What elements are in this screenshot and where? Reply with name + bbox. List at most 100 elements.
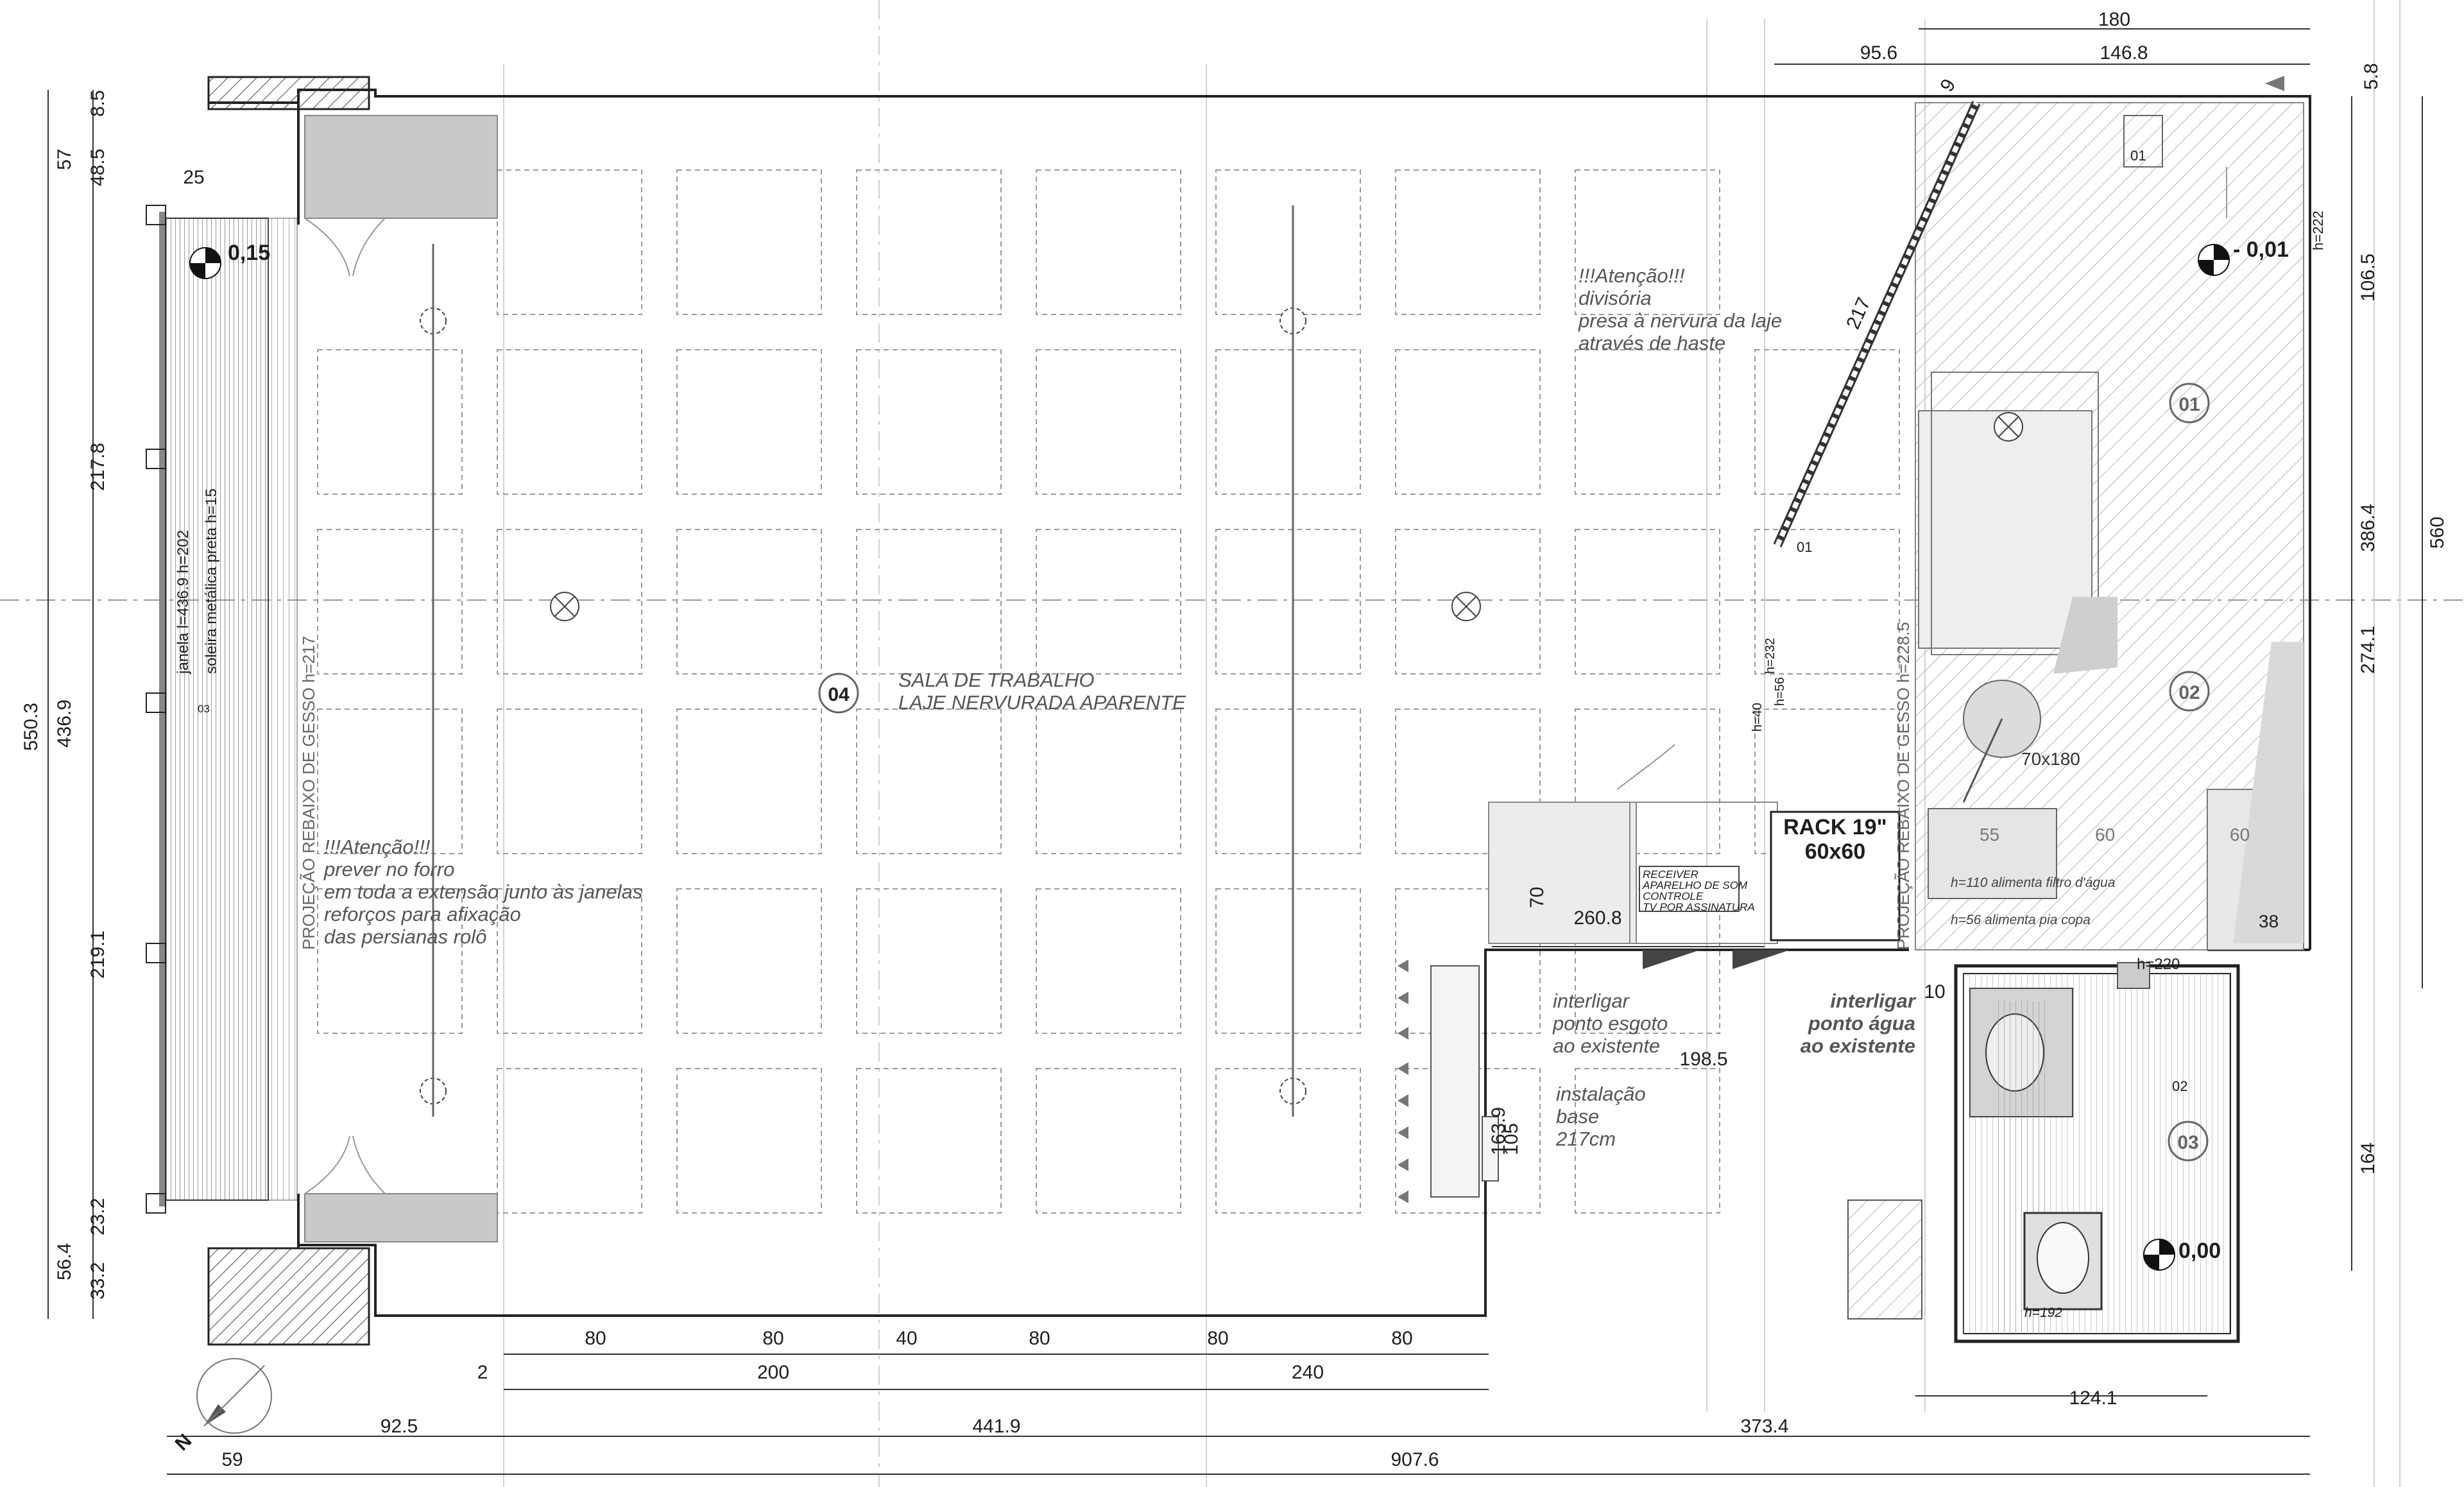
door-swings: [304, 218, 1675, 1194]
coffer-cell: [1575, 349, 1720, 495]
coffer-cell: [856, 529, 1002, 675]
wall-unit: [1430, 962, 2150, 1198]
room-subtitle: LAJE NERVURADA APARENTE: [898, 691, 1186, 714]
note-water-1: interligar: [1830, 990, 1917, 1012]
kitchen-55: 55: [1980, 825, 1999, 845]
note-partition-2: divisória: [1579, 287, 1652, 309]
room-tag-02: 02: [2178, 682, 2200, 703]
dim-right-106-5: 106.5: [2357, 254, 2379, 302]
room-tag-04: 04: [828, 684, 850, 705]
dim-top-9: 9: [1936, 76, 1960, 96]
level-wc: 0,00: [2178, 1239, 2221, 1263]
coffer-cell: [317, 888, 463, 1034]
dim-top-146-8: 146.8: [2100, 42, 2148, 64]
coffer-cell: [1036, 1068, 1181, 1214]
dim-bot-200: 200: [757, 1362, 789, 1383]
room-tag-01: 01: [2178, 394, 2200, 415]
panel-top: [304, 115, 498, 219]
rack-equip-2: APARELHO DE SOM: [1642, 879, 1748, 891]
arrows: [1398, 76, 2284, 1203]
panel-bottom: [304, 1193, 498, 1242]
ceiling-label-left: PROJEÇÃO REBAIXO DE GESSO h=217: [299, 636, 318, 950]
rack-equip-3: CONTROLE: [1643, 890, 1704, 902]
dim-bot-907-6: 907.6: [1390, 1449, 1439, 1470]
dim-bot-92-5: 92.5: [381, 1416, 418, 1437]
dim-mid-260-8: 260.8: [1573, 907, 1621, 929]
height-192: h=192: [2024, 1305, 2062, 1320]
dim-left-56-4: 56.4: [54, 1243, 75, 1280]
coffer-cell: [676, 709, 822, 854]
dimension-lines: [47, 28, 2423, 1475]
coffer-cell: [1395, 529, 1541, 675]
dim-diag-217: 217: [1842, 295, 1875, 332]
dim-bot-40: 40: [896, 1328, 917, 1349]
dim-mid-105: 105: [1501, 1123, 1522, 1155]
coffer-cell: [1395, 349, 1541, 495]
coffer-cell: [317, 529, 463, 675]
note-base-1: instalação: [1556, 1083, 1646, 1105]
coffer-cell: [1215, 709, 1361, 854]
height-232: h=232: [1763, 638, 1777, 674]
coffer-cell: [1575, 169, 1720, 315]
coffer-cell: [1575, 529, 1720, 675]
kitchen-counter: 70x180: [2021, 749, 2080, 769]
dim-bot-124-1: 124.1: [2069, 1388, 2117, 1409]
coffer-cell: [1395, 709, 1541, 854]
coffer-cell: [1215, 349, 1361, 495]
dim-left-436-9: 436.9: [54, 700, 75, 748]
dim-left-33-2: 33.2: [87, 1262, 108, 1300]
dim-bot-441-9: 441.9: [972, 1416, 1020, 1437]
note-partition-1: !!!Atenção!!!: [1579, 264, 1685, 287]
coffer-cell: [1754, 349, 1900, 495]
light-fixtures: [420, 307, 2023, 1105]
coffer-cell: [317, 709, 463, 854]
coffer-cell: [497, 888, 642, 1034]
level-kitchen: - 0,01: [2233, 237, 2289, 262]
dim-bot-80b: 80: [762, 1328, 783, 1349]
note-water-3: ao existente: [1801, 1035, 1915, 1057]
window-strip: [146, 205, 298, 1214]
dim-right-560: 560: [2427, 517, 2448, 549]
window-sill: soleira metálica preta h=15: [203, 488, 220, 674]
coffer-cell: [676, 349, 822, 495]
coffer-cell: [1036, 709, 1181, 854]
detail-tag-01: 01: [2130, 148, 2146, 164]
window-label: janela l=436.9 h=202: [175, 530, 192, 675]
room-name: SALA DE TRABALHO: [898, 669, 1095, 691]
coffer-cell: [1575, 1068, 1720, 1214]
coffer-cell: [856, 1068, 1002, 1214]
dim-right-274-1: 274.1: [2357, 626, 2379, 674]
window-tag: 03: [198, 703, 210, 715]
height-56b: h=56: [1773, 677, 1787, 706]
dim-bot-80a: 80: [585, 1328, 606, 1349]
dim-bot-240: 240: [1292, 1362, 1324, 1383]
coffer-cell: [856, 349, 1002, 495]
dim-top-95-6: 95.6: [1860, 42, 1897, 64]
column-bottom: [207, 1247, 370, 1346]
coffer-cell: [1036, 529, 1181, 675]
coffer-cell: [497, 349, 642, 495]
dim-left-8-5: 8.5: [87, 90, 108, 117]
coffer-cell: [317, 349, 463, 495]
north-arrow: [196, 1358, 272, 1434]
note-blinds-1: !!!Atenção!!!: [324, 836, 431, 858]
dim-bot-373-4: 373.4: [1740, 1416, 1788, 1437]
rack-equip-1: RECEIVER: [1643, 868, 1698, 881]
coffer-cell: [497, 709, 642, 854]
dim-top-180: 180: [2098, 9, 2130, 30]
dim-left-550-3: 550.3: [21, 703, 42, 751]
coffer-cell: [856, 709, 1002, 854]
ceiling-label-right: PROJEÇÃO REBAIXO DE GESSO h=228.5: [1894, 622, 1913, 950]
note-base-3: 217cm: [1555, 1128, 1616, 1150]
kitchen-zone: [1915, 102, 2304, 950]
note-water-2: ponto água: [1808, 1012, 1915, 1035]
note-partition-4: através de haste: [1579, 332, 1725, 354]
rack-size: 60x60: [1805, 839, 1866, 864]
dim-mid-163-9: 163.9: [1488, 1107, 1509, 1155]
coffer-cell: [1215, 1068, 1361, 1214]
coffer-cell: [1215, 169, 1361, 315]
height-222: h=222: [2310, 211, 2326, 250]
kitchen-60b: 60: [2230, 825, 2250, 845]
coffer-grid: [317, 169, 1900, 1214]
